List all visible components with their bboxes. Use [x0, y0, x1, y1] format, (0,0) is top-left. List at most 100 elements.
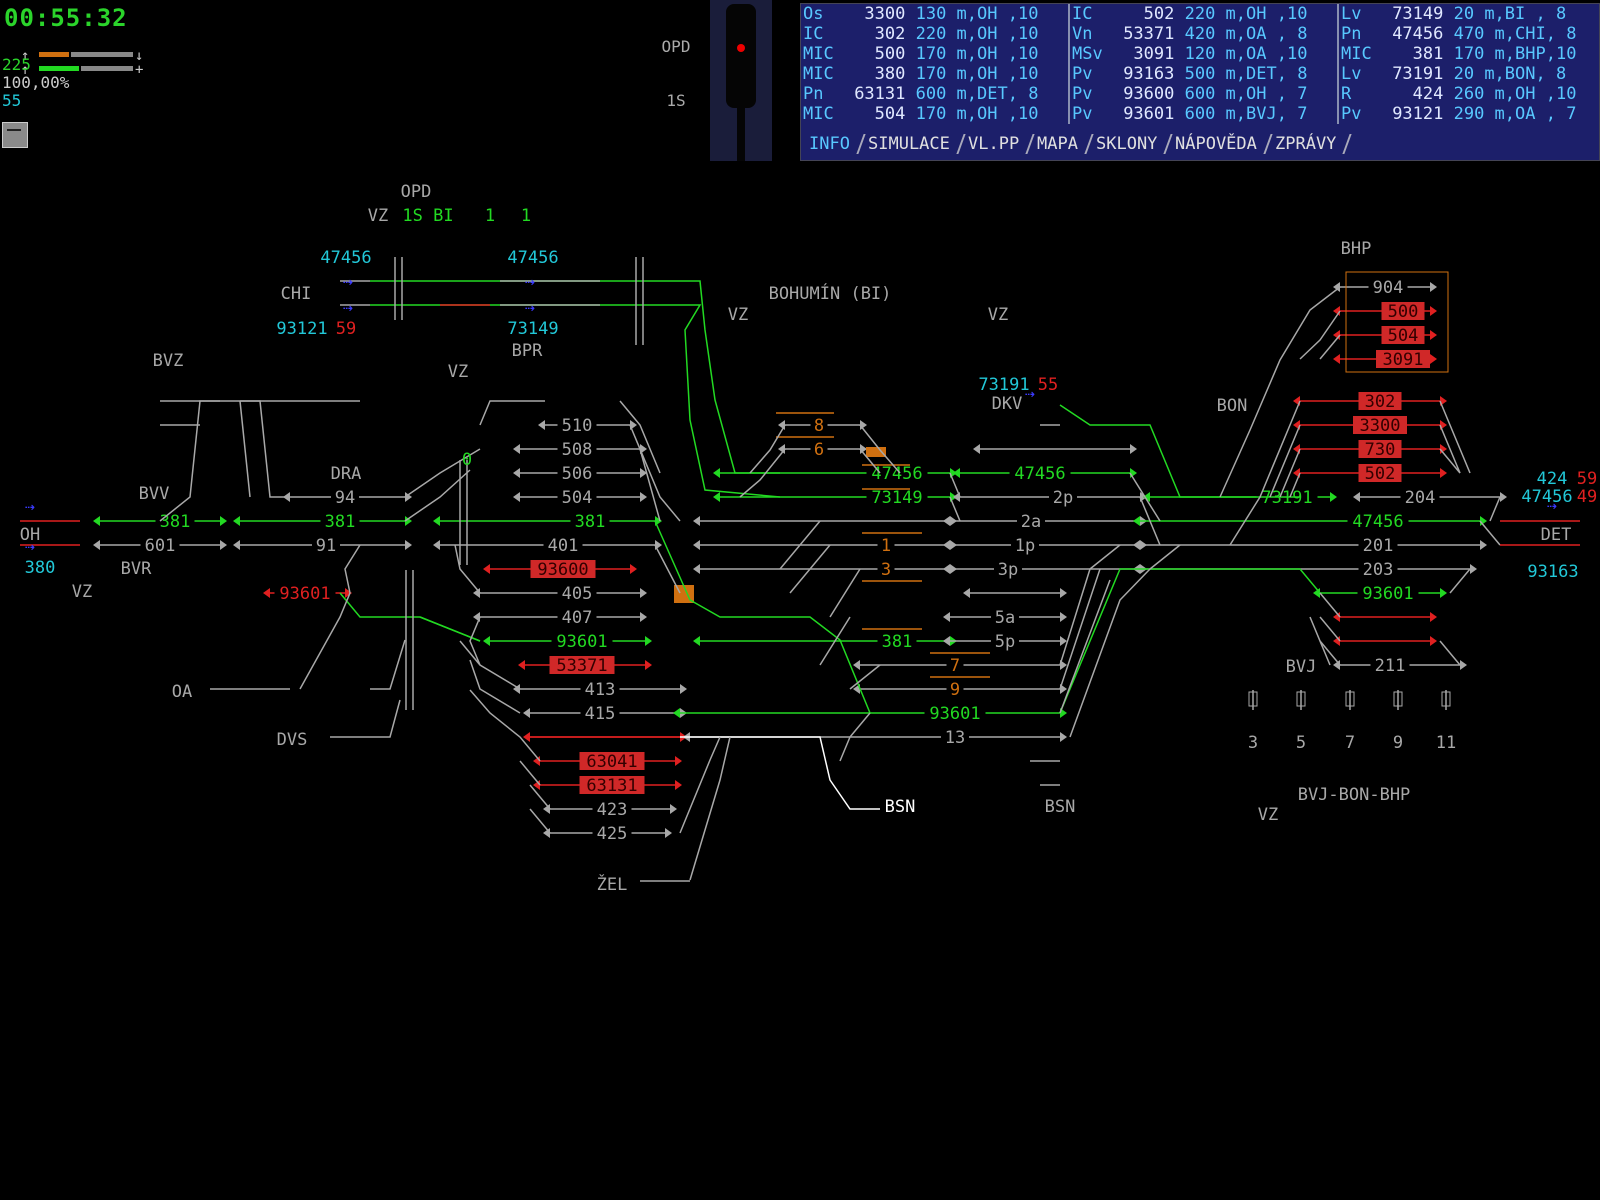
signal-arrow-icon[interactable] [640, 588, 647, 598]
signal-arrow-icon[interactable] [513, 444, 520, 454]
signal-arrow-icon[interactable] [93, 516, 100, 526]
signal-arrow-icon[interactable] [943, 540, 950, 550]
signal-arrow-icon[interactable] [433, 540, 440, 550]
signal-arrow-icon[interactable] [1060, 636, 1067, 646]
track-number-label[interactable]: 93601 [1362, 584, 1413, 604]
train-row[interactable]: Pn 63131 600 m,DET, 8 [803, 84, 1066, 104]
signal-arrow-icon[interactable] [673, 708, 680, 718]
signal-arrow-icon[interactable] [645, 660, 652, 670]
train-row[interactable]: Lv 73191 20 m,BON, 8 [1341, 64, 1600, 84]
track-number-label[interactable]: 381 [160, 512, 191, 532]
signal-arrow-icon[interactable] [640, 492, 647, 502]
track-number-label[interactable]: 6 [814, 440, 824, 460]
signal-arrow-icon[interactable] [1430, 354, 1437, 364]
track-number-label[interactable]: 423 [597, 800, 628, 820]
track-number-label[interactable]: 63131 [586, 776, 637, 796]
track-number-label[interactable]: 510 [562, 416, 593, 436]
signal-arrow-icon[interactable] [1130, 468, 1137, 478]
train-row[interactable]: Pv 93163 500 m,DET, 8 [1072, 64, 1335, 84]
signal-arrow-icon[interactable] [1430, 282, 1437, 292]
signal-arrow-icon[interactable] [675, 780, 682, 790]
signal-arrow-icon[interactable] [233, 540, 240, 550]
track-number-label[interactable]: 3091 [1383, 350, 1424, 370]
track-number-label[interactable]: 302 [1365, 392, 1396, 412]
signal-arrow-icon[interactable] [1060, 732, 1067, 742]
track-number-label[interactable]: 500 [1388, 302, 1419, 322]
signal-arrow-icon[interactable] [1143, 492, 1150, 502]
signal-arrow-icon[interactable] [1060, 684, 1067, 694]
train-row[interactable]: Pn 47456 470 m,CHI, 8 [1341, 24, 1600, 44]
signal-arrow-icon[interactable] [220, 516, 227, 526]
signal-arrow-icon[interactable] [538, 420, 545, 430]
track-number-label[interactable]: 201 [1363, 536, 1394, 556]
signal-arrow-icon[interactable] [1440, 588, 1447, 598]
track-number-label[interactable]: 502 [1365, 464, 1396, 484]
signal-arrow-icon[interactable] [670, 804, 677, 814]
signal-arrow-icon[interactable] [943, 564, 950, 574]
signal-arrow-icon[interactable] [953, 468, 960, 478]
train-row[interactable]: Os 3300 130 m,OH ,10 [803, 4, 1066, 24]
signal-arrow-icon[interactable] [518, 660, 525, 670]
signal-arrow-icon[interactable] [1430, 612, 1437, 622]
signal-arrow-icon[interactable] [405, 492, 412, 502]
signal-arrow-icon[interactable] [693, 636, 700, 646]
train-row[interactable]: Lv 73149 20 m,BI , 8 [1341, 4, 1600, 24]
signal-arrow-icon[interactable] [665, 828, 672, 838]
signal-arrow-icon[interactable] [1060, 588, 1067, 598]
signal-arrow-icon[interactable] [1353, 492, 1360, 502]
track-number-label[interactable]: 73149 [871, 488, 922, 508]
signal-arrow-icon[interactable] [630, 564, 637, 574]
track-number-label[interactable]: 5a [995, 608, 1015, 628]
signal-arrow-icon[interactable] [433, 516, 440, 526]
signal-arrow-icon[interactable] [973, 444, 980, 454]
signal-arrow-icon[interactable] [640, 468, 647, 478]
track-number-label[interactable]: 94 [335, 488, 355, 508]
track-number-label[interactable]: 3p [998, 560, 1018, 580]
track-number-label[interactable]: 504 [1388, 326, 1419, 346]
track-number-label[interactable]: 47456 [1014, 464, 1065, 484]
signal-arrow-icon[interactable] [713, 468, 720, 478]
signal-arrow-icon[interactable] [675, 756, 682, 766]
signal-arrow-icon[interactable] [513, 684, 520, 694]
track-number-label[interactable]: 13 [945, 728, 965, 748]
signal-arrow-icon[interactable] [943, 516, 950, 526]
train-row[interactable]: Vn 53371 420 m,OA , 8 [1072, 24, 1335, 44]
train-row[interactable]: Pv 93600 600 m,OH , 7 [1072, 84, 1335, 104]
track-number-label[interactable]: 93600 [537, 560, 588, 580]
train-row[interactable]: MIC 500 170 m,OH ,10 [803, 44, 1066, 64]
track-number-label[interactable]: 204 [1405, 488, 1436, 508]
signal-arrow-icon[interactable] [943, 612, 950, 622]
track-number-label[interactable]: 3300 [1360, 416, 1401, 436]
track-number-label[interactable]: 63041 [586, 752, 637, 772]
track-number-label[interactable]: 904 [1373, 278, 1404, 298]
train-row[interactable]: MSv 3091 120 m,OA ,10 [1072, 44, 1335, 64]
signal-arrow-icon[interactable] [523, 732, 530, 742]
train-row[interactable]: Pv 93601 600 m,BVJ, 7 [1072, 104, 1335, 124]
track-number-label[interactable]: 203 [1363, 560, 1394, 580]
signal-arrow-icon[interactable] [1330, 492, 1337, 502]
track-number-label[interactable]: 381 [882, 632, 913, 652]
track-number-label[interactable]: 9 [950, 680, 960, 700]
train-row[interactable]: MIC 504 170 m,OH ,10 [803, 104, 1066, 124]
signal-arrow-icon[interactable] [853, 660, 860, 670]
signal-arrow-icon[interactable] [693, 564, 700, 574]
track-number-label[interactable]: 7 [950, 656, 960, 676]
track-number-label[interactable]: 425 [597, 824, 628, 844]
signal-arrow-icon[interactable] [963, 588, 970, 598]
track-number-label[interactable]: 93601 [929, 704, 980, 724]
train-row[interactable]: IC 302 220 m,OH ,10 [803, 24, 1066, 44]
signal-arrow-icon[interactable] [345, 588, 352, 598]
signal-arrow-icon[interactable] [1430, 330, 1437, 340]
signal-arrow-icon[interactable] [1470, 564, 1477, 574]
signal-arrow-icon[interactable] [1460, 660, 1467, 670]
signal-arrow-icon[interactable] [853, 684, 860, 694]
track-number-label[interactable]: 53371 [556, 656, 607, 676]
signal-arrow-icon[interactable] [1060, 660, 1067, 670]
signal-arrow-icon[interactable] [943, 636, 950, 646]
signal-arrow-icon[interactable] [263, 588, 270, 598]
minimize-button[interactable] [2, 122, 28, 148]
signal-arrow-icon[interactable] [233, 516, 240, 526]
signal-view[interactable] [710, 0, 772, 161]
track-number-label[interactable]: 601 [145, 536, 176, 556]
track-number-label[interactable]: 93601 [279, 584, 330, 604]
